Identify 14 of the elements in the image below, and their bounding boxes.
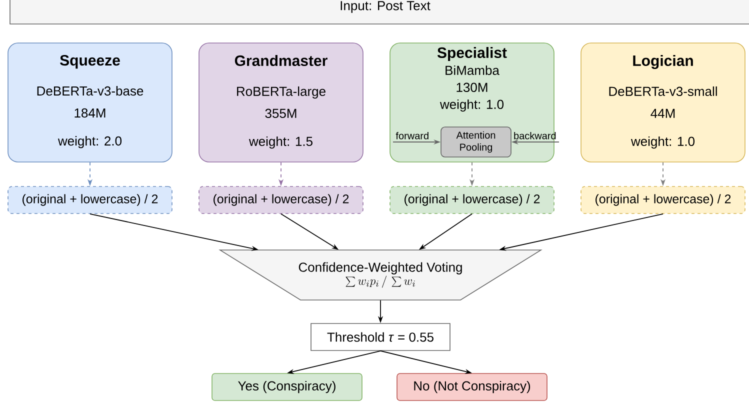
result-box: No (Not Conspiracy) — [396, 373, 548, 401]
model-panel: Logician DeBERTa-v3-small 44M weight: 1.0 — [580, 42, 746, 162]
averaging-box: (original + lowercase) / 2 — [390, 186, 554, 214]
model-panel: Squeeze DeBERTa-v3-base 184M weight: 2.0 — [8, 42, 172, 162]
pooling-box: Attention Pooling — [440, 126, 512, 158]
averaging-box: (original + lowercase) / 2 — [580, 186, 746, 214]
threshold-box: Threshold τ = 0.55 — [310, 323, 450, 351]
averaging-box: (original + lowercase) / 2 — [198, 186, 364, 214]
input-box: Input: Post Text — [10, 0, 749, 24]
direction-label: forward — [396, 132, 428, 140]
averaging-box: (original + lowercase) / 2 — [8, 186, 172, 214]
result-box: Yes (Conspiracy) — [212, 373, 362, 401]
direction-label: backward — [514, 132, 556, 140]
model-panel: Grandmaster RoBERTa-large 355M weight: 1.5 — [198, 42, 364, 162]
